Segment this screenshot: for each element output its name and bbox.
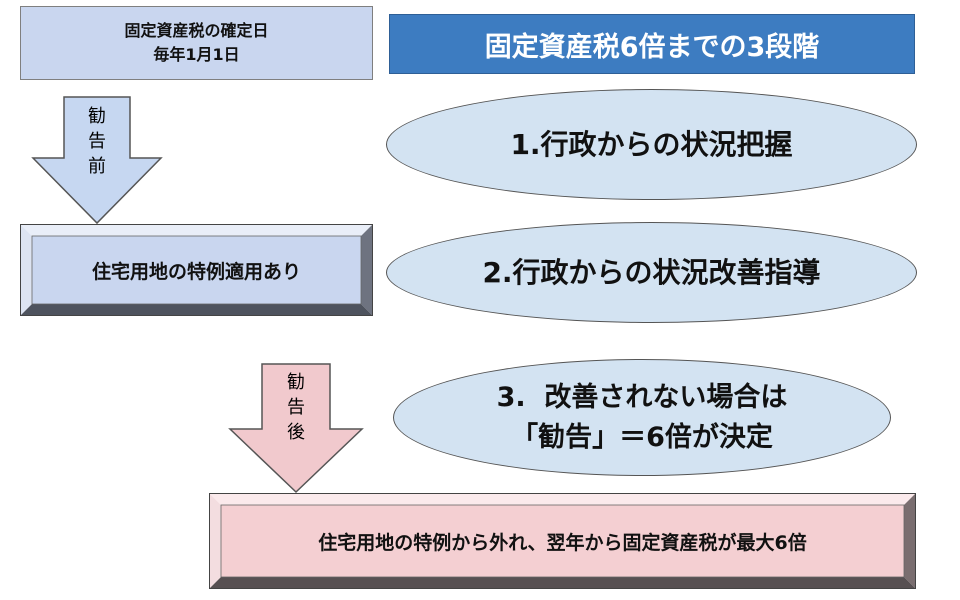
down-arrow-after <box>228 363 364 494</box>
step-3-text-line2: 「勧告」＝6倍が決定 <box>511 421 773 453</box>
arrow-char: 告 <box>88 131 106 152</box>
title-text: 固定資産税6倍までの3段階 <box>484 31 820 63</box>
arrow-label-before: 勧 告 前 <box>82 104 112 179</box>
step-3-text-line1: 3. 改善されない場合は <box>496 381 788 413</box>
step-1-ellipse: 1.行政からの状況把握 <box>386 89 917 200</box>
step-2-text: 2.行政からの状況改善指導 <box>482 255 821 289</box>
result-box: 住宅用地の特例から外れ、翌年から固定資産税が最大6倍 <box>209 493 916 589</box>
step-2-ellipse: 2.行政からの状況改善指導 <box>386 222 917 323</box>
arrow-label-after: 勧 告 後 <box>281 370 311 445</box>
down-arrow-before <box>31 96 163 225</box>
step-3-ellipse: 3. 改善されない場合は 「勧告」＝6倍が決定 <box>393 359 891 476</box>
special-exemption-label: 住宅用地の特例適用あり <box>91 260 301 283</box>
confirmation-date-value: 毎年1月1日 <box>153 45 240 64</box>
arrow-char: 告 <box>287 397 305 418</box>
arrow-char: 前 <box>88 156 106 177</box>
confirmation-date-box: 固定資産税の確定日 毎年1月1日 <box>20 6 373 80</box>
arrow-char: 勧 <box>88 106 106 127</box>
result-label: 住宅用地の特例から外れ、翌年から固定資産税が最大6倍 <box>318 531 807 554</box>
special-exemption-box: 住宅用地の特例適用あり <box>20 224 373 316</box>
confirmation-date-label: 固定資産税の確定日 <box>124 21 269 40</box>
arrow-char: 勧 <box>287 372 305 393</box>
step-1-text: 1.行政からの状況把握 <box>510 127 793 161</box>
title-banner: 固定資産税6倍までの3段階 <box>389 14 915 74</box>
arrow-char: 後 <box>287 422 305 443</box>
